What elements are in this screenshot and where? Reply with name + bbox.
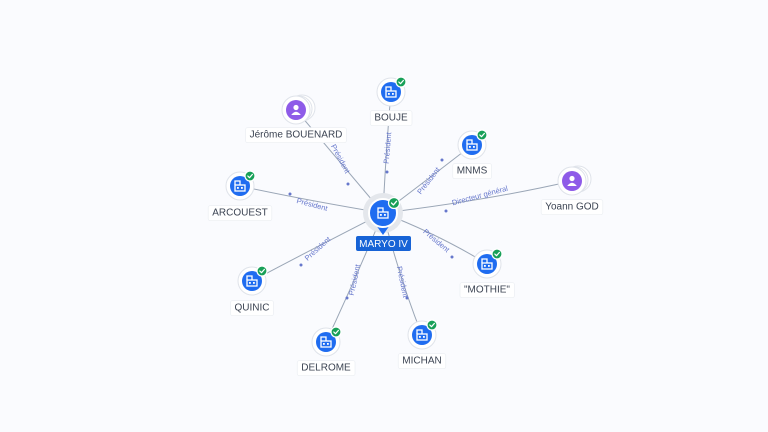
edge-arrow-icon (346, 182, 350, 186)
edge-label: Président (347, 263, 363, 297)
check-badge-icon (330, 326, 342, 338)
node-label: DELROME (301, 363, 351, 374)
building-icon (481, 258, 493, 270)
node-label: Yoann GOD (545, 202, 599, 213)
building-icon (466, 139, 478, 151)
node-jerome[interactable]: Jérôme BOUENARD (245, 94, 347, 144)
node-label-box: Jérôme BOUENARD (245, 127, 347, 144)
edge-delrome: Président (325, 212, 384, 343)
building-icon (246, 275, 258, 287)
check-badge-icon (426, 319, 438, 331)
node-label-box: MICHAN (397, 353, 447, 370)
node-delrome[interactable]: DELROME (296, 326, 356, 377)
check-badge-icon (256, 265, 268, 277)
check-badge-icon (491, 248, 503, 260)
edge-label: Président (415, 165, 442, 196)
check-badge-icon (244, 170, 256, 182)
check-badge-icon (387, 196, 401, 210)
nodes-layer: BOUJE Jérôme BOUENARD MNMS Yoann GOD ARCOUES… (207, 76, 604, 377)
node-label-box: ARCOUEST (207, 205, 273, 222)
node-label-box: QUINIC (230, 300, 274, 317)
edge-arrow-icon (345, 296, 349, 300)
node-label-box: "MOTHIE" (459, 282, 515, 299)
node-yoann[interactable]: Yoann GOD (540, 165, 604, 216)
node-label-box: DELROME (296, 360, 356, 377)
node-label-box: Yoann GOD (540, 199, 604, 216)
node-label-box: BOUJE (369, 110, 413, 127)
node-label: MICHAN (402, 356, 441, 367)
edge-arrow-icon (385, 170, 389, 174)
node-label-box: MNMS (452, 163, 493, 180)
node-mnms[interactable]: MNMS (452, 129, 493, 180)
node-label: ARCOUEST (212, 208, 268, 219)
edge-label: Président (395, 265, 411, 299)
building-icon (320, 336, 332, 348)
node-label: QUINIC (235, 303, 270, 314)
edge-jerome: Président (295, 109, 384, 214)
center-label: MARYO IV (359, 239, 408, 250)
check-badge-icon (395, 76, 407, 88)
node-bouje[interactable]: BOUJE (369, 76, 413, 127)
edge-arrow-icon (450, 255, 454, 259)
node-label: Jérôme BOUENARD (250, 130, 343, 141)
edge-arrow-icon (299, 263, 303, 267)
center-node[interactable]: MARYO IV (356, 193, 411, 251)
building-icon (385, 86, 397, 98)
person-icon (291, 104, 301, 115)
edge-label: Président (329, 143, 352, 176)
edge-line (382, 180, 573, 214)
edge-arrow-icon (288, 192, 292, 196)
building-icon (234, 180, 246, 192)
node-label: "MOTHIE" (464, 285, 510, 296)
edge-label: Président (296, 196, 330, 213)
node-mothie[interactable]: "MOTHIE" (459, 248, 515, 299)
edge-arrow-icon (440, 158, 444, 162)
person-icon (567, 175, 577, 186)
edge-arrow-icon (444, 209, 448, 213)
edge-label: Président (382, 131, 394, 164)
node-arcouest[interactable]: ARCOUEST (207, 170, 273, 222)
center-label-bg (356, 236, 411, 251)
check-badge-icon (476, 129, 488, 141)
building-icon (416, 329, 428, 341)
node-label: BOUJE (374, 113, 408, 124)
building-icon (377, 207, 389, 219)
edge-label: Président (303, 234, 333, 263)
node-label: MNMS (457, 166, 488, 177)
node-michan[interactable]: MICHAN (397, 319, 447, 370)
node-quinic[interactable]: QUINIC (230, 265, 274, 317)
edge-label: Président (421, 227, 452, 255)
edge-arrow-icon (405, 296, 409, 300)
